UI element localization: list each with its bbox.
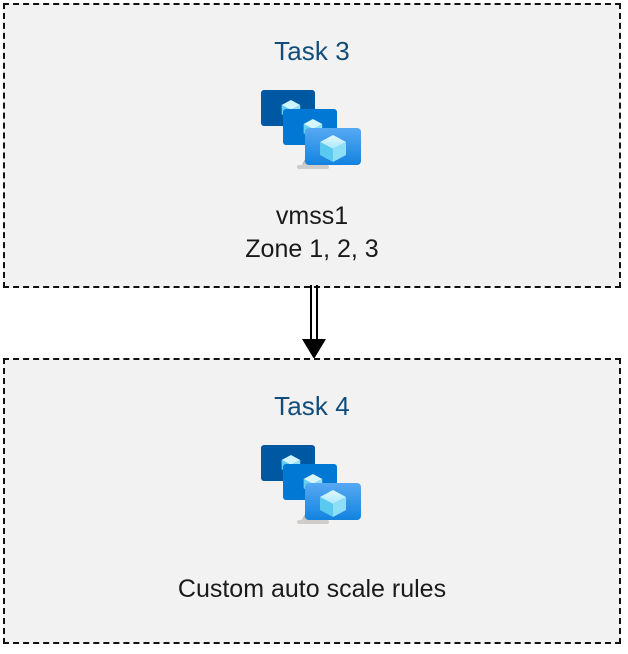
task-4-title: Task 4 xyxy=(274,391,350,421)
task-3-caption: vmss1 Zone 1, 2, 3 xyxy=(245,200,378,266)
task-4-caption-line-1: Custom auto scale rules xyxy=(177,575,447,603)
task-4-caption: Custom auto scale rules xyxy=(178,573,446,606)
task-3-caption-line-2: Zone 1, 2, 3 xyxy=(245,235,379,263)
azure-vm-scale-set-icon xyxy=(257,86,367,182)
down-arrow-icon xyxy=(296,285,332,360)
task-3-caption-line-1: vmss1 xyxy=(275,202,349,230)
task-box-task-4: Task 4 xyxy=(3,358,621,644)
task-box-task-3: Task 3 xyxy=(3,3,621,288)
azure-vm-scale-set-icon xyxy=(257,441,367,537)
task-3-title: Task 3 xyxy=(274,36,350,66)
